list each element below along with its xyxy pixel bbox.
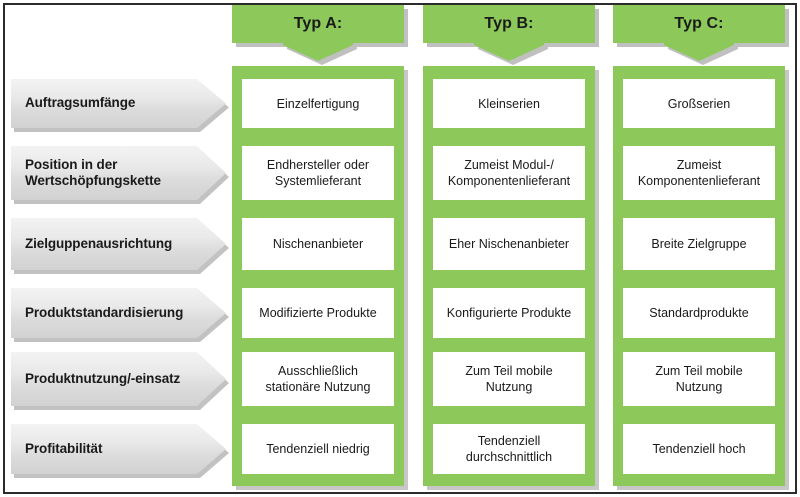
cell-text: Großserien [667,96,731,111]
cell-text: Eher Nischenanbieter [448,237,570,251]
cell-c3-r3[interactable]: Breite Zielgruppe [623,218,775,270]
cell-text: Einzelfertigung [276,96,360,111]
row-label-5[interactable]: Produktnutzung/-einsatz [11,352,226,406]
cell-text: Konfigurierte Produkte [446,306,572,320]
cell-text: Zumeist Modul-/Komponentenlieferant [447,158,571,188]
row-label-3[interactable]: Zielguppenausrichtung [11,218,226,270]
row-label-text: Auftragsumfänge [25,95,136,111]
column-header-label: Typ B: [484,15,534,32]
cell-c2-r2[interactable]: Zumeist Modul-/Komponentenlieferant [433,146,585,200]
cell-c1-r3[interactable]: Nischenanbieter [242,218,394,270]
cell-text: Modifizierte Produkte [259,306,377,320]
cell-c2-r3[interactable]: Eher Nischenanbieter [433,218,585,270]
column-header-label: Typ A: [293,15,343,32]
cell-text: Tendenziell niedrig [266,442,370,456]
row-label-text: Profitabilität [25,440,103,456]
cell-c2-r1[interactable]: Kleinserien [433,79,585,128]
row-label-1[interactable]: Auftragsumfänge [11,79,226,128]
cell-text: Tendenziell hoch [652,442,746,456]
column-body-1 [232,66,404,486]
cell-text: Breite Zielgruppe [651,237,747,251]
cell-text: Standardprodukte [649,306,749,320]
cell-c3-r4[interactable]: Standardprodukte [623,288,775,338]
column-body-2 [423,66,595,486]
column-header-2[interactable]: Typ B: [423,5,599,65]
row-label-text: Produktnutzung/-einsatz [25,370,181,386]
row-label-6[interactable]: Profitabilität [11,424,226,474]
cell-c2-r4[interactable]: Konfigurierte Produkte [433,288,585,338]
column-header-3[interactable]: Typ C: [613,5,789,65]
cell-text: Nischenanbieter [272,237,364,251]
column-header-label: Typ C: [674,15,724,32]
row-label-4[interactable]: Produktstandardisierung [11,288,226,338]
cell-c1-r4[interactable]: Modifizierte Produkte [242,288,394,338]
row-label-text: Zielguppenausrichtung [25,235,173,251]
cell-text: Kleinserien [478,96,540,111]
cell-c3-r6[interactable]: Tendenziell hoch [623,424,775,474]
cell-c3-r1[interactable]: Großserien [623,79,775,128]
column-body-3 [613,66,785,486]
row-label-text: Produktstandardisierung [25,304,184,320]
cell-c1-r1[interactable]: Einzelfertigung [242,79,394,128]
cell-c1-r6[interactable]: Tendenziell niedrig [242,424,394,474]
column-header-1[interactable]: Typ A: [232,5,408,65]
